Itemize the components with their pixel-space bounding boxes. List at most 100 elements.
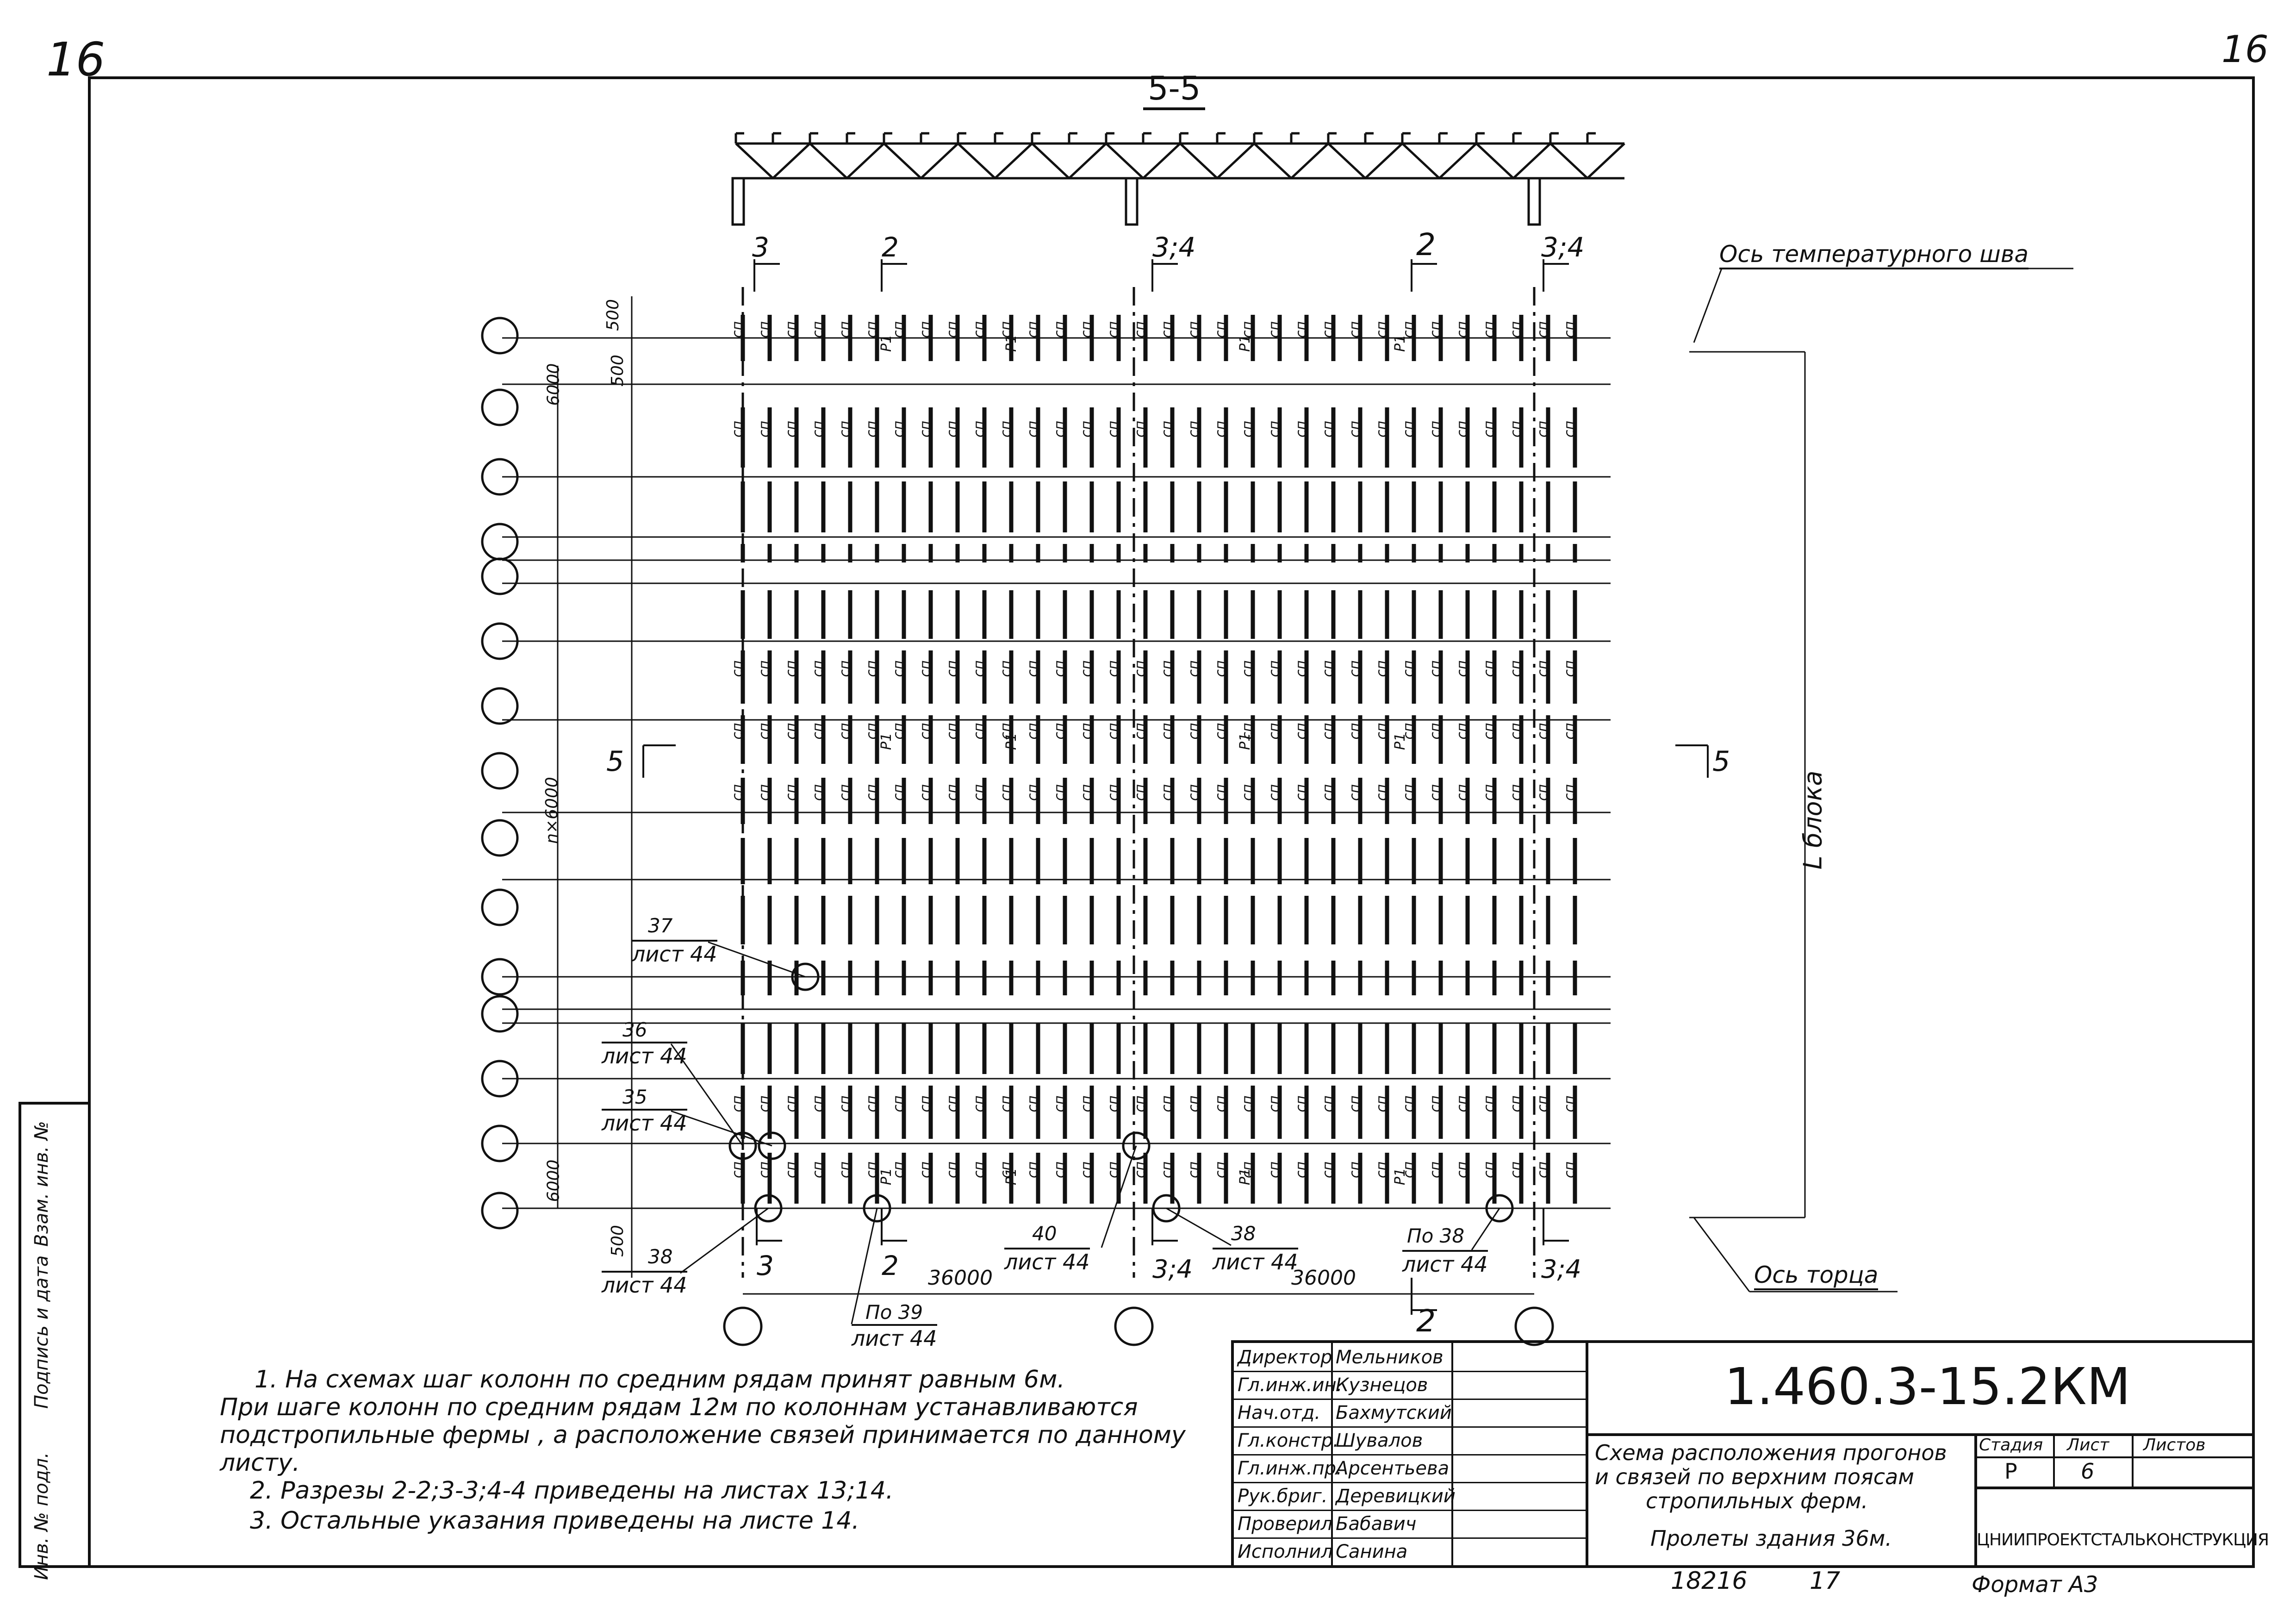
purlin-label: сп [1454,421,1470,437]
cut-top-3: 3;4 [1152,231,1196,263]
purlin-label: сп [1454,660,1470,677]
truss-diagonal [1401,143,1440,179]
purlin-label: сп [1132,784,1148,801]
purlin-label: сп [1132,421,1148,437]
purlin-label: сп [1293,1162,1309,1178]
purlin-label: сп [1454,784,1470,801]
purlin-label: сп [837,723,853,739]
purlin-label: сп [1266,784,1282,801]
truss-diagonal [1142,143,1181,179]
end-axis-leader [1693,1217,1750,1292]
detail-callout-circle [1122,1131,1151,1160]
purlin-label: сп [1374,1095,1390,1112]
purlin-label: сп [1427,1162,1444,1178]
cut-side-left: 5 [606,745,624,778]
purlin-label: сп [1320,321,1336,338]
cut-bottom-2: 2 [882,1250,899,1281]
purlin-label: сп [837,1095,853,1112]
axis-bubble [481,523,519,561]
axis-bubble [481,458,519,496]
description-line-2: и связей по верхним поясам [1595,1464,1914,1489]
purlin-label: сп [1293,321,1309,338]
purlin-label: сп [1186,421,1202,437]
purlin-label: сп [756,1162,772,1178]
axis-bubble [481,1124,519,1162]
detail-callout-circle [728,1131,757,1160]
note-3: 3. Остальные указания приведены на листе… [250,1507,859,1535]
purlin-label: сп [864,321,880,338]
purlin-label: сп [1159,421,1175,437]
callout-36-num: 36 [622,1018,647,1041]
purlin-label: сп [971,1162,987,1178]
sheet-value: 6 [2081,1459,2095,1484]
section-title: 5-5 [1143,69,1206,110]
callout-37-num: 37 [648,914,673,937]
purlin-label: сп [1374,784,1390,801]
purlin-label: сп [1427,723,1444,739]
brace-label: Р1 [1237,1168,1253,1185]
purlin-label: сп [971,784,987,801]
callout-38b-num: 38 [1231,1222,1256,1245]
purlin-label: сп [1159,660,1175,677]
purlin-label: сп [1481,421,1497,437]
brace-label: Р1 [1237,733,1253,750]
cut-bottom-4: 2 [1416,1303,1436,1339]
cut-side-right: 5 [1712,745,1730,778]
block-length-label: L блока [1798,770,1828,870]
signature-row: Гл.инж.ин.Кузнецов [1234,1371,1586,1400]
purlin-label: сп [1320,723,1336,739]
purlin-label: сп [944,1162,960,1178]
purlin-label: сп [1078,784,1095,801]
purlin-label: сп [1239,321,1256,338]
purlin-label: сп [783,1095,799,1112]
callout-38c-num: По 38 [1407,1224,1465,1247]
purlin-label: сп [1105,784,1121,801]
purlin-label: сп [1508,321,1524,338]
dim-n6000: n×6000 [542,777,561,844]
purlin-label: сп [1025,321,1041,338]
purlin-label: сп [729,723,746,739]
dim-500-bottom: 500 [608,1225,627,1257]
purlin-label: сп [998,1162,1014,1178]
truss-diagonal [920,143,959,179]
purlin-label: сп [783,723,799,739]
truss-diagonal [846,143,885,179]
signature-role: Гл.констр. [1238,1430,1339,1451]
callout-leader [680,1207,769,1274]
purlin-label: сп [1025,660,1041,677]
axis-bubble [481,388,519,426]
signature-role: Директор [1238,1347,1332,1368]
truss-diagonal [1216,143,1255,179]
purlin-label: сп [1266,421,1282,437]
truss-diagonal [957,143,996,179]
purlin-label: сп [1481,321,1497,338]
purlin-label: сп [1025,784,1041,801]
detail-callout-circle [1485,1194,1514,1223]
purlin-label: сп [1078,421,1095,437]
purlin-label: сп [756,784,772,801]
purlin-label: сп [998,321,1014,338]
purlin-label: сп [1078,1162,1095,1178]
callout-38b-sheet: лист 44 [1213,1248,1298,1274]
note-2: 2. Разрезы 2-2;3-3;4-4 приведены на лист… [250,1477,894,1505]
truss-diagonal [1587,143,1625,179]
archive-number: 18216 [1671,1567,1748,1595]
note-1-cont-a: При шаге колонн по средним рядам 12м по … [220,1393,1138,1421]
purlin-label: сп [1132,321,1148,338]
cut-top-1: 3 [752,231,769,263]
purlin-label: сп [1481,723,1497,739]
purlin-label: сп [1454,1162,1470,1178]
purlin-label: сп [1293,1095,1309,1112]
brace-label: Р1 [878,1168,895,1185]
sheet-corner-right: 16 [2221,28,2269,71]
stage-header: Стадия [1979,1436,2043,1455]
purlin-label: сп [917,321,933,338]
callout-35-sheet: лист 44 [602,1109,687,1136]
purlin-label: сп [1374,421,1390,437]
purlin-label: сп [1374,1162,1390,1178]
detail-callout-circle [758,1131,786,1160]
axis-bubble [481,888,519,926]
purlin-label: сп [1508,723,1524,739]
purlin-label: сп [944,421,960,437]
